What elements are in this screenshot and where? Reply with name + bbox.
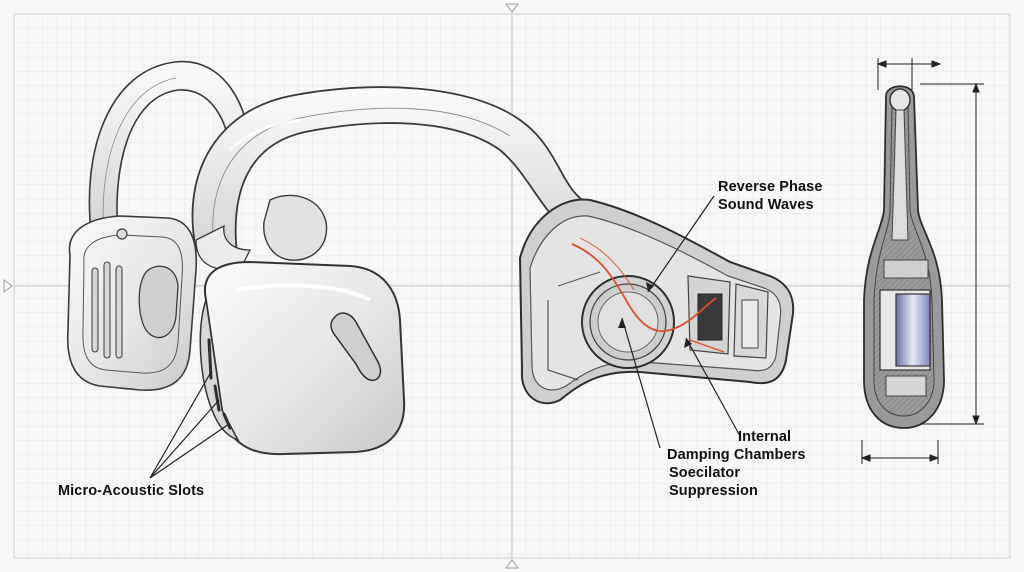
back-earpiece <box>66 60 251 391</box>
label-reverse-phase: Reverse Phase Sound Waves <box>718 178 823 214</box>
label-internal-line1: Internal <box>738 429 792 445</box>
label-internal-line2: Damping Chambers <box>667 447 806 463</box>
label-reverse-phase-line1: Reverse Phase <box>718 179 823 195</box>
micro-slots-leaders <box>149 371 230 479</box>
main-headband <box>191 86 592 271</box>
cutaway-section <box>518 198 795 405</box>
label-reverse-phase-line2: Sound Waves <box>718 197 814 213</box>
center-mark-left-icon <box>3 279 13 293</box>
label-micro-acoustic-slots: Micro-Acoustic Slots <box>58 483 205 499</box>
center-mark-bottom-icon <box>505 559 519 569</box>
center-mark-top-icon <box>505 3 519 13</box>
cutaway-leaders <box>621 195 741 449</box>
dimension-lines <box>860 58 984 464</box>
leader-arrowheads <box>618 282 692 348</box>
side-section-view <box>863 85 945 429</box>
label-internal-damping: Internal Damping Chambers Soecilator Sup… <box>667 428 806 500</box>
label-internal-line4: Suppression <box>669 483 758 499</box>
front-earpiece <box>199 260 406 456</box>
label-internal-line3: Soecilator <box>669 465 741 481</box>
